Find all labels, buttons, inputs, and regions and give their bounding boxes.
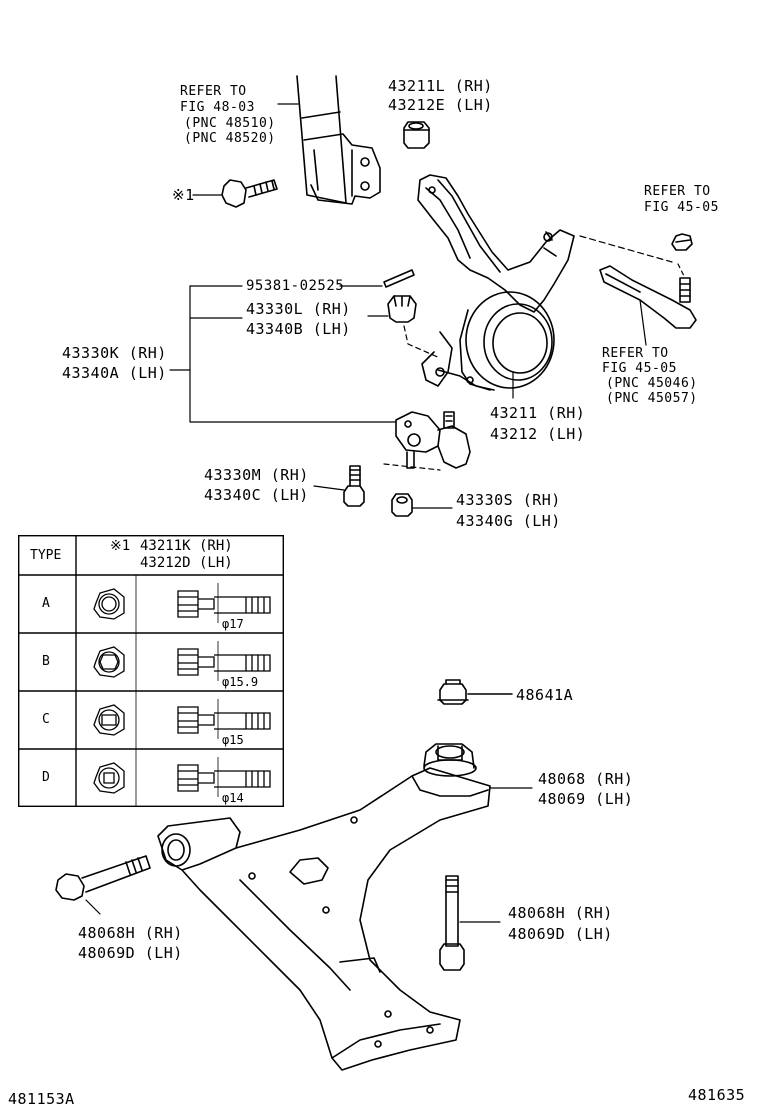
lower-arm-illustration bbox=[157, 743, 533, 1071]
table-header-mark: ※1 bbox=[110, 538, 131, 554]
cotter-pin-illustration bbox=[339, 269, 415, 288]
front-bolt-illustration bbox=[55, 855, 151, 915]
table-row-dim: φ14 bbox=[222, 791, 244, 805]
ball-joint-nut-lh-label: 43340G (LH) bbox=[456, 512, 561, 530]
table-header-type: TYPE bbox=[30, 548, 62, 563]
bushing-lh-label: 48069 (LH) bbox=[538, 790, 634, 808]
ball-joint-lh-label: 43340A (LH) bbox=[62, 364, 167, 382]
top-nut-illustration bbox=[403, 121, 430, 149]
strut-bolt-mark: ※1 bbox=[172, 186, 195, 204]
table-row-type: C bbox=[42, 712, 50, 727]
refer-fig-45-05-b-line4: (PNC 45057) bbox=[606, 391, 698, 406]
refer-fig-45-05-a-line1: REFER TO bbox=[644, 184, 711, 199]
cotter-pin-label: 95381-02525 bbox=[246, 278, 345, 294]
refer-fig-48-03-line1: REFER TO bbox=[180, 84, 247, 99]
castle-nut-rh-label: 43330L (RH) bbox=[246, 300, 351, 318]
table-row-type: A bbox=[42, 596, 50, 611]
rear-bolt-illustration bbox=[439, 875, 501, 971]
refer-fig-45-05-a-line2: FIG 45-05 bbox=[644, 200, 719, 215]
castle-nut-illustration bbox=[367, 295, 441, 359]
arm-nut-label: 48641A bbox=[516, 686, 574, 704]
figure-code-right: 481635 bbox=[688, 1086, 746, 1104]
front-bolt-rh-label: 48068H (RH) bbox=[78, 924, 183, 942]
ball-joint-bolt-lh-label: 43340C (LH) bbox=[204, 486, 309, 504]
knuckle-lh-label: 43212 (LH) bbox=[490, 425, 586, 443]
table-header-part-rh: 43211K (RH) bbox=[140, 538, 233, 554]
castle-nut-lh-label: 43340B (LH) bbox=[246, 320, 351, 338]
refer-fig-45-05-b-line1: REFER TO bbox=[602, 346, 669, 361]
table-row-dim: φ17 bbox=[222, 617, 244, 631]
figure-code-left: 481153A bbox=[8, 1090, 75, 1108]
rear-bolt-lh-label: 48069D (LH) bbox=[508, 925, 613, 943]
ball-joint-illustration bbox=[383, 411, 471, 471]
tie-rod-end-illustration bbox=[599, 233, 697, 346]
refer-fig-48-03-line3: (PNC 48510) bbox=[184, 116, 276, 131]
table-row-dim: φ15 bbox=[222, 733, 244, 747]
leader-lines bbox=[169, 285, 514, 423]
top-nut-rh-label: 43211L (RH) bbox=[388, 77, 493, 95]
bolt-type-table: TYPE ※1 43211K (RH) 43212D (LH) A φ17 B … bbox=[18, 535, 284, 807]
refer-fig-48-03-line2: FIG 48-03 bbox=[180, 100, 255, 115]
arm-nut-illustration bbox=[437, 679, 513, 705]
ball-joint-bolt-rh-label: 43330M (RH) bbox=[204, 466, 309, 484]
ball-joint-nut-rh-label: 43330S (RH) bbox=[456, 491, 561, 509]
refer-fig-45-05-b-line3: (PNC 45046) bbox=[606, 376, 698, 391]
knuckle-rh-label: 43211 (RH) bbox=[490, 404, 586, 422]
top-nut-lh-label: 43212E (LH) bbox=[388, 96, 493, 114]
table-header-part-lh: 43212D (LH) bbox=[140, 555, 233, 571]
strut-bolt-illustration bbox=[192, 179, 278, 208]
ball-joint-nut-illustration bbox=[391, 493, 453, 517]
refer-fig-45-05-b-line2: FIG 45-05 bbox=[602, 361, 677, 376]
table-row-type: D bbox=[42, 770, 50, 785]
front-bolt-lh-label: 48069D (LH) bbox=[78, 944, 183, 962]
strut-illustration bbox=[277, 75, 381, 205]
table-row-type: B bbox=[42, 654, 50, 669]
rear-bolt-rh-label: 48068H (RH) bbox=[508, 904, 613, 922]
bolt-type-glyphs bbox=[93, 583, 271, 797]
knuckle-illustration bbox=[417, 174, 673, 391]
table-row-dim: φ15.9 bbox=[222, 675, 259, 689]
ball-joint-rh-label: 43330K (RH) bbox=[62, 344, 167, 362]
refer-fig-48-03-line4: (PNC 48520) bbox=[184, 131, 276, 146]
bushing-rh-label: 48068 (RH) bbox=[538, 770, 634, 788]
ball-joint-bolt-illustration bbox=[313, 465, 365, 507]
